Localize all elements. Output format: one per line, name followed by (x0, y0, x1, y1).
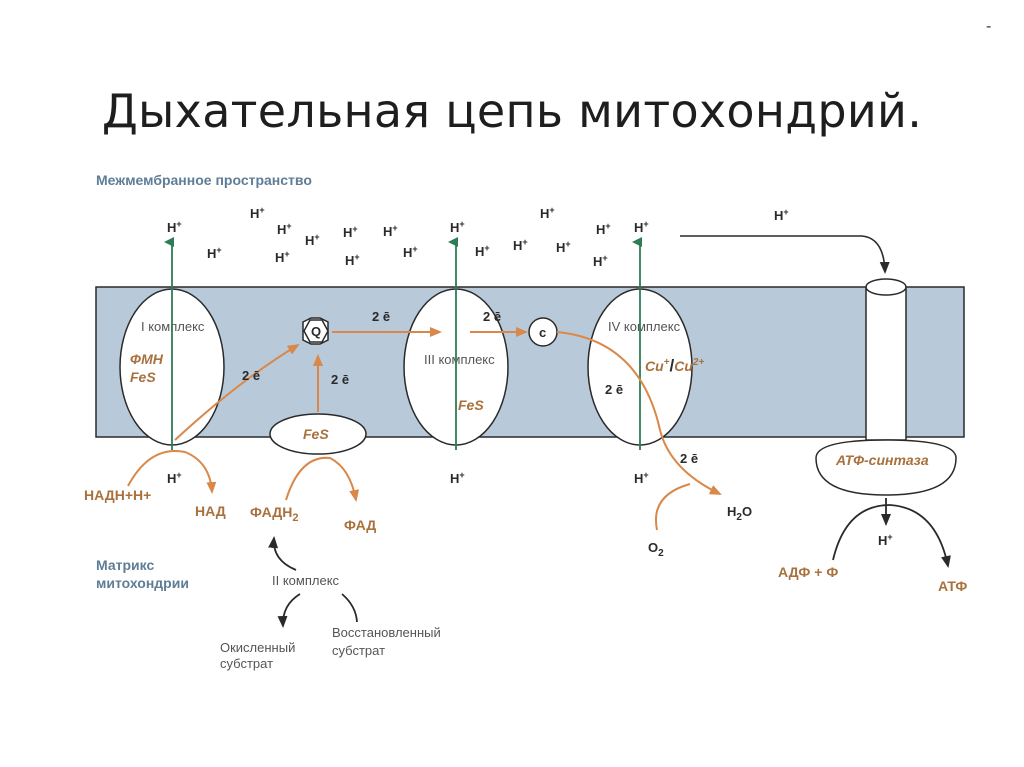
complex-2-to-oxidized-arrow (277, 593, 301, 628)
proton-label: H+ (305, 232, 320, 248)
fadh2-to-fad-arc (285, 456, 360, 502)
oxidized-substrate-label-1: Окисленный (220, 640, 295, 655)
fad-label: ФАД (344, 517, 376, 533)
cytochrome-c-label: c (539, 325, 546, 340)
proton-label: H+ (167, 470, 182, 486)
page-title: Дыхательная цепь митохондрий. (101, 84, 923, 138)
fes-complex-2-ellipse (269, 413, 367, 455)
proton-label: H+ (450, 470, 465, 486)
proton-label: H+ (475, 243, 490, 259)
proton-label: H+ (596, 221, 611, 237)
electron-label-o2: 2 ē (680, 451, 698, 466)
proton-label: H+ (275, 249, 290, 265)
proton-label: H+ (345, 252, 360, 268)
proton-label: H+ (878, 532, 893, 548)
copper-label: Cu+/Cu2+ (645, 356, 704, 375)
electron-arrow-c-to-c4 (556, 331, 722, 495)
proton-path-to-synthase (680, 235, 890, 274)
reduced-to-complex-2-line (341, 593, 358, 623)
atp-synthase-head (815, 439, 957, 496)
complex-1-label: I комплекс (141, 319, 205, 334)
h2o-label: H2O (727, 504, 752, 523)
o2-label: O2 (648, 540, 664, 559)
proton-label: H+ (403, 244, 418, 260)
matrix-label-2: митохондрии (96, 575, 189, 591)
proton-label: H+ (277, 221, 292, 237)
proton-label: H+ (343, 224, 358, 240)
electron-label-c1-q: 2 ē (242, 368, 260, 383)
proton-label: H+ (540, 205, 555, 221)
complex-4-label: IV комплекс (608, 319, 681, 334)
proton-label: H+ (207, 245, 222, 261)
intermembrane-protons: H+ H+ H+ H+ H+ H+ H+ H+ H+ H+ H+ H+ H+ H… (167, 205, 789, 269)
proton-label: H+ (450, 219, 465, 235)
fmn-label: ФМН (130, 351, 164, 367)
nadh-to-nad-arc (127, 450, 217, 494)
fes-complex-1-label: FeS (130, 369, 156, 385)
ubiquinone-shape (303, 319, 329, 343)
reduced-substrate-label-1: Восстановленный (332, 625, 441, 640)
adp-to-atp-arc (832, 504, 951, 568)
proton-label: H+ (167, 219, 182, 235)
atp-synthase-label: АТФ-синтаза (835, 452, 929, 468)
atp-label: АТФ (938, 578, 967, 594)
oxidized-substrate-label-2: субстрат (220, 656, 273, 671)
proton-label: H+ (556, 239, 571, 255)
electron-arrow-c1-to-q (174, 343, 300, 441)
atp-synthase-channel (865, 286, 907, 441)
matrix-label-1: Матрикс (96, 557, 154, 573)
fadh2-label: ФАДН2 (250, 504, 298, 524)
complex-2-label: II комплекс (272, 573, 340, 588)
proton-label: H+ (634, 470, 649, 486)
ubiquinone-label: Q (311, 324, 321, 339)
electron-label-c3-c: 2 ē (483, 309, 501, 324)
proton-label: H+ (383, 223, 398, 239)
corner-mark: - (986, 18, 992, 35)
complex-3-label: III комплекс (424, 352, 495, 367)
electron-label-q-c3: 2 ē (372, 309, 390, 324)
matrix-protons: H+ H+ H+ H+ (167, 470, 893, 548)
nad-label: НАД (195, 503, 226, 519)
adp-label: АДФ + Ф (778, 564, 838, 580)
electron-arrow-o2 (655, 483, 691, 531)
proton-label: H+ (513, 237, 528, 253)
complex-2-to-fadh2-arrow (268, 536, 297, 571)
nadh-label: НАДН+Н+ (84, 487, 151, 503)
inner-membrane (95, 286, 965, 438)
fes-complex-3-label: FeS (458, 397, 484, 413)
proton-label: H+ (634, 219, 649, 235)
atp-synthase-top (865, 278, 907, 296)
fes-complex-2-label: FeS (303, 426, 329, 442)
electron-label-c4: 2 ē (605, 382, 623, 397)
intermembrane-label: Межмембранное пространство (96, 172, 312, 188)
electron-label-fes-q: 2 ē (331, 372, 349, 387)
reduced-substrate-label-2: субстрат (332, 643, 385, 658)
proton-label: H+ (250, 205, 265, 221)
proton-label: H+ (593, 253, 608, 269)
proton-label: H+ (774, 207, 789, 223)
